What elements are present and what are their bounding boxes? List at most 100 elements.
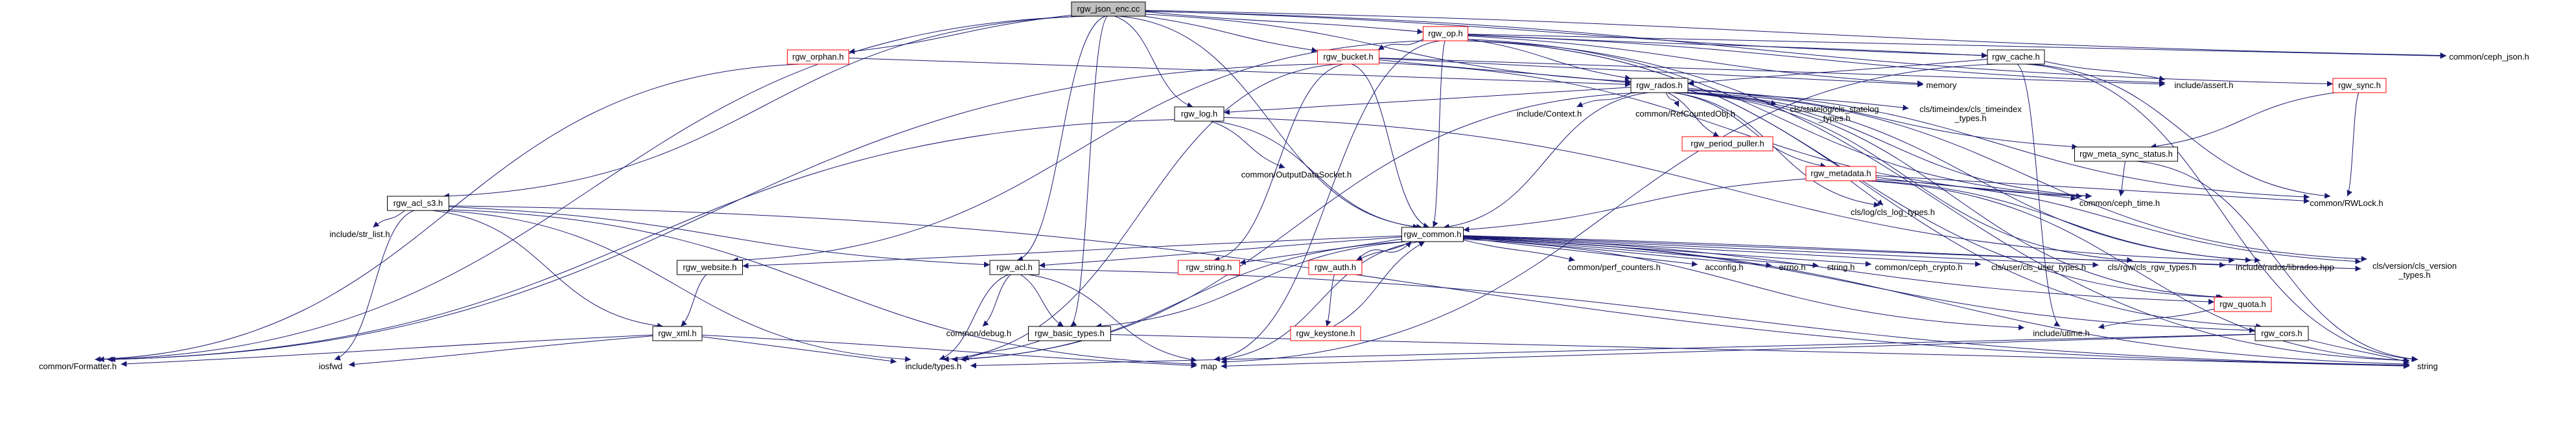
edge-rgw_acl_s3-to-map [449, 209, 1197, 367]
edge-rgw_rados-to-rgw_meta_sync_status [1687, 89, 2078, 150]
edge-root-to-rgw_cache [1145, 10, 1988, 58]
node-rgw-bucket[interactable]: rgw_bucket.h [1317, 49, 1379, 65]
edge-rgw_cache-to-string [2025, 63, 2418, 362]
node-box [387, 196, 449, 211]
edge-root-to-rgw_rados [1145, 14, 1632, 84]
edge-rgw_rados-to-refcountedobj [1665, 92, 1680, 108]
node-rgw-period-puller[interactable]: rgw_period_puller.h [1681, 136, 1774, 152]
node-timeindex: cls/timeindex/cls_timeindex_types.h [1919, 104, 2022, 123]
node-memory: memory [1926, 80, 1957, 90]
edge-root-to-rgw_acl_s3 [443, 16, 1084, 199]
node-box [652, 326, 703, 341]
node-rgw-acl-s3[interactable]: rgw_acl_s3.h [387, 196, 449, 211]
node-string: string [2417, 361, 2438, 371]
node-box [1423, 26, 1468, 41]
edge-rgw_metadata-to-rwlock [1875, 175, 2310, 204]
node-rgw-quota[interactable]: rgw_quota.h [2214, 297, 2272, 312]
edge-rgw_common-to-rgw_string [1239, 238, 1402, 266]
node-rgw-meta-sync-status[interactable]: rgw_meta_sync_status.h [2074, 146, 2178, 162]
edge-rgw_acl_s3-to-str_list [373, 210, 405, 228]
edge-rgw_op-to-ceph_json [1468, 34, 2446, 59]
edge-rgw_acl-to-common_debug [982, 274, 1011, 327]
node-rgw-cors[interactable]: rgw_cors.h [2254, 326, 2309, 341]
edge-rgw_acl_s3-to-string [449, 205, 2410, 369]
node-box [1805, 166, 1877, 181]
node-str-list: include/str_list.h [329, 229, 390, 239]
edge-rgw_xml-to-map [701, 334, 1197, 369]
node-label: rgw_quota.h [2219, 299, 2266, 309]
node-rgw-acl[interactable]: rgw_acl.h [989, 260, 1040, 275]
edge-rgw_metadata-to-string [1862, 180, 2410, 363]
edge-rgw_rados-to-rgw_log [1223, 87, 1632, 115]
node-root: rgw_json_enc.cc [1071, 1, 1146, 17]
edge-rgw_rados-to-rwlock [1687, 90, 2310, 200]
node-label: rgw_meta_sync_status.h [2079, 149, 2173, 159]
edge-rgw_rados-to-cls_rgw_types [1678, 92, 2133, 263]
edge-rgw_common-to-string [1463, 238, 2410, 367]
edge-rgw_acl-to-string [1038, 269, 2410, 369]
node-rgw-xml[interactable]: rgw_xml.h [652, 326, 703, 341]
node-label: rgw_acl.h [996, 262, 1033, 272]
node-box [1987, 49, 2045, 65]
node-librados: include/rados/librados.hpp [2236, 262, 2334, 272]
edge-rgw_acl_s3-to-iosfwd [334, 210, 415, 361]
edge-rgw_sync-to-rwlock [2347, 92, 2359, 197]
node-rgw-orphan[interactable]: rgw_orphan.h [787, 49, 849, 65]
node-cls-log-types: cls/log/cls_log_types.h [1851, 207, 1935, 217]
node-rgw-basic-types[interactable]: rgw_basic_types.h [1028, 326, 1111, 341]
node-rgw-metadata[interactable]: rgw_metadata.h [1805, 166, 1877, 181]
node-label: include/Context.h [1517, 109, 1582, 119]
node-label: rgw_period_puller.h [1691, 139, 1764, 148]
node-rgw-auth[interactable]: rgw_auth.h [1308, 260, 1363, 275]
node-label: rgw_cors.h [2261, 328, 2302, 338]
edge-rgw_acl_s3-to-include_types [440, 210, 911, 362]
node-label: errno.h [1779, 262, 1805, 272]
node-box [1178, 260, 1240, 275]
edge-rgw_op-to-string [1466, 40, 2410, 363]
edge-rgw_log-to-librados [1223, 117, 2235, 264]
node-include-context: include/Context.h [1517, 109, 1582, 119]
edge-rgw_acl-to-include_types [939, 274, 1009, 361]
edge-root-to-rgw_bucket [1143, 16, 1318, 53]
node-include-assert: include/assert.h [2174, 80, 2233, 90]
edge-rgw_common-to-include_types [960, 241, 1406, 362]
node-box [1630, 78, 1689, 93]
node-rgw-op[interactable]: rgw_op.h [1423, 26, 1468, 41]
node-rgw-sync[interactable]: rgw_sync.h [2332, 78, 2387, 93]
edge-rgw_metadata-to-cls_log_types [1850, 180, 1884, 206]
node-label: include/rados/librados.hpp [2236, 262, 2334, 272]
node-ceph-json: common/ceph_json.h [2449, 52, 2529, 62]
node-ceph-crypto: common/ceph_crypto.h [1875, 262, 1962, 272]
node-rgw-website[interactable]: rgw_website.h [677, 260, 743, 275]
node-label: common/OutputDataSocket.h [1241, 170, 1352, 179]
node-cls-user-types: cls/user/cls_user_types.h [1991, 262, 2086, 272]
node-rgw-rados[interactable]: rgw_rados.h [1630, 78, 1689, 93]
edge-rgw_xml-to-iosfwd [348, 335, 653, 368]
edge-rgw_op-to-rgw_website [732, 40, 1423, 264]
edge-rgw_bucket-to-include_assert [1379, 58, 2166, 87]
edge-rgw_acl_s3-to-rgw_acl [449, 206, 990, 267]
node-cls-rgw-types: cls/rgw/cls_rgw_types.h [2107, 262, 2196, 272]
edge-rgw_op-to-rgw_cache [1468, 34, 1988, 59]
node-box [2074, 146, 2178, 162]
node-label: rgw_string.h [1186, 262, 1232, 272]
edge-rgw_log-to-output_data_socket [1210, 120, 1285, 169]
node-label: iosfwd [319, 361, 343, 371]
node-rgw-log[interactable]: rgw_log.h [1174, 106, 1224, 122]
node-rgw-string[interactable]: rgw_string.h [1178, 260, 1240, 275]
edge-rgw_basic_types-to-include_types [963, 340, 1040, 361]
edge-rgw_common-to-perf_counters [1463, 240, 1575, 262]
node-box [2254, 326, 2309, 341]
edge-rgw_op-to-rgw_rados [1468, 38, 1632, 81]
node-rgw-keystone[interactable]: rgw_keystone.h [1290, 326, 1361, 341]
edge-rgw_cache-to-rwlock [2032, 63, 2331, 199]
node-rgw-common[interactable]: rgw_common.h [1401, 227, 1464, 242]
node-label: rgw_common.h [1404, 229, 1462, 239]
node-ceph-time: common/ceph_time.h [2079, 198, 2160, 208]
node-rgw-cache[interactable]: rgw_cache.h [1987, 49, 2045, 65]
edge-rgw_common-to-include_utime [1463, 239, 2025, 331]
edge-rgw_op-to-include_assert [1468, 34, 2166, 86]
edge-rgw_common-to-cls_rgw_types [1463, 235, 2099, 268]
edge-rgw_rados-to-statelog [1687, 89, 1777, 106]
